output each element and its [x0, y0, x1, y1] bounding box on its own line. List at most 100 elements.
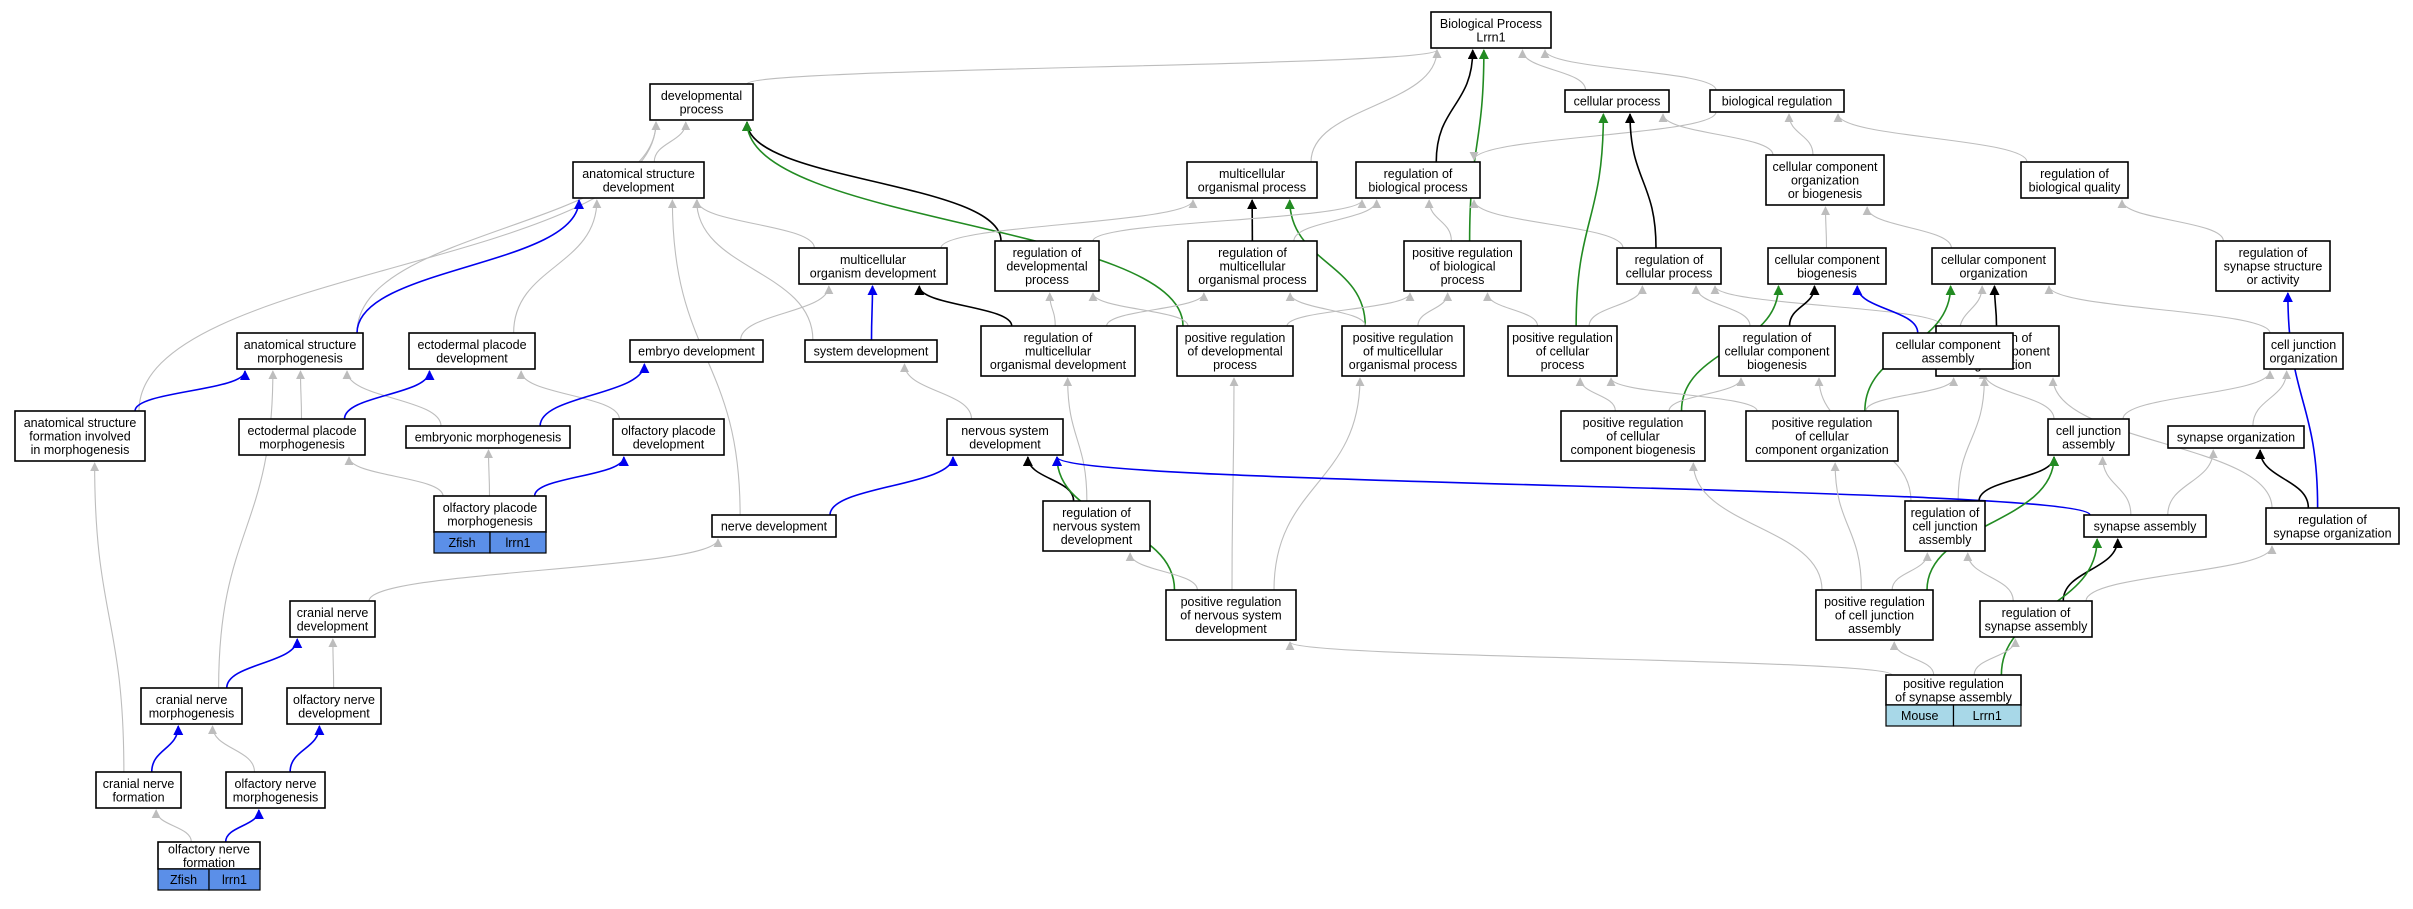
- term-label-line: morphogenesis: [447, 514, 532, 528]
- term-box: [1709, 89, 1845, 113]
- term-label-line: organismal process: [1198, 180, 1306, 194]
- edge-n40-to-n34: [829, 456, 958, 516]
- term-box: [1882, 332, 2014, 370]
- term-label-line: of developmental: [1187, 345, 1282, 359]
- term-box: [1904, 500, 1986, 552]
- term-label-line: anatomical structure: [244, 338, 357, 352]
- edge-n07-to-n01: [1435, 49, 1478, 163]
- term-label-line: regulation of: [2239, 246, 2308, 260]
- edge-n46-to-n23: [1229, 377, 1239, 591]
- go-term-n04[interactable]: biological regulation: [1709, 89, 1845, 113]
- term-label-line: Biological Process: [1440, 17, 1542, 31]
- term-label-line: regulation of: [2002, 606, 2071, 620]
- go-term-n21[interactable]: system development: [804, 339, 938, 363]
- edge-n24-to-n12: [1285, 292, 1366, 327]
- term-box: [946, 418, 1064, 456]
- term-label-line: anatomical structure: [582, 167, 695, 181]
- term-label-line: morphogenesis: [257, 351, 342, 365]
- term-label-line: of biological: [1429, 260, 1495, 274]
- term-box: [95, 771, 182, 809]
- edge-n05-to-n02: [653, 121, 691, 163]
- go-term-n40[interactable]: nerve development: [711, 514, 837, 538]
- go-term-n38[interactable]: synapse organization: [2167, 425, 2305, 449]
- go-term-n32[interactable]: embryonic morphogenesis: [405, 425, 571, 449]
- edge-n52-to-n30: [90, 462, 125, 773]
- edge-n42-to-n37: [1978, 456, 2059, 502]
- term-label-line: synapse structure: [2224, 260, 2323, 274]
- term-box: [1745, 410, 1899, 462]
- term-label-line: organism development: [810, 266, 937, 280]
- edge-n15-to-n08: [1821, 206, 1831, 249]
- term-label-line: developmental: [661, 89, 742, 103]
- edge-layer: [90, 49, 2319, 843]
- edge-n24-to-n13: [1417, 292, 1453, 327]
- edge-n13-to-n01: [1468, 49, 1489, 242]
- term-box: [994, 240, 1100, 292]
- go-term-n20[interactable]: embryo development: [629, 339, 764, 363]
- term-label-line: process: [1541, 358, 1585, 372]
- go-term-n03[interactable]: cellular process: [1564, 89, 1670, 113]
- go-term-n43[interactable]: synapse assembly: [2083, 514, 2207, 538]
- term-label-line: ectodermal placode: [247, 424, 356, 438]
- term-label-line: positive regulation: [1412, 246, 1513, 260]
- term-label-line: process: [1213, 358, 1257, 372]
- edge-n41-to-n22: [1063, 377, 1088, 502]
- term-label-line: component biogenesis: [1570, 443, 1695, 457]
- term-box: [286, 687, 382, 725]
- species-label: Zfish: [448, 536, 475, 550]
- term-label-line: development: [1061, 533, 1133, 547]
- term-box: [711, 514, 837, 538]
- term-box: [572, 161, 705, 199]
- term-label-line: development: [298, 706, 370, 720]
- edge-n20-to-n10: [740, 285, 834, 341]
- edge-n36-to-n25: [1606, 377, 1758, 412]
- term-label-line: Lrrn1: [1476, 30, 1505, 44]
- term-label-line: regulation of: [2040, 167, 2109, 181]
